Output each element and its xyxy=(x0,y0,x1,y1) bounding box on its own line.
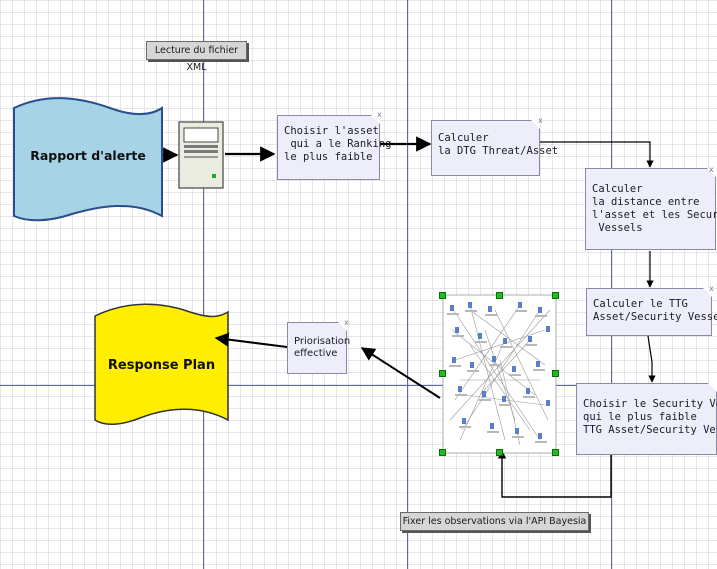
close-icon[interactable]: x xyxy=(709,284,714,293)
selection-handle[interactable] xyxy=(496,292,503,299)
close-icon[interactable]: x xyxy=(377,110,382,119)
swimlane-divider xyxy=(203,0,204,569)
computer-server-icon[interactable] xyxy=(178,121,224,189)
selection-handle[interactable] xyxy=(552,370,559,377)
selection-handle[interactable] xyxy=(439,449,446,456)
rapport-alerte-label: Rapport d'alerte xyxy=(30,148,146,163)
lecture-xml-tag[interactable]: Lecture du fichier XML xyxy=(146,41,247,73)
choisir-asset-note[interactable]: Choisir l'asset qui a le Ranking le plus… xyxy=(277,115,391,180)
priorisation-note[interactable]: Priorisation effective xyxy=(287,322,350,374)
selection-handle[interactable] xyxy=(552,449,559,456)
selection-handle[interactable] xyxy=(439,292,446,299)
response-plan-label: Response Plan xyxy=(107,358,216,373)
close-icon[interactable]: x xyxy=(344,318,349,327)
swimlane-divider-horizontal xyxy=(0,385,717,386)
close-icon[interactable]: x xyxy=(538,116,543,125)
selection-handle[interactable] xyxy=(439,370,446,377)
calculer-dtg-note[interactable]: Calculer la DTG Threat/Asset xyxy=(431,120,558,176)
selection-handle[interactable] xyxy=(496,449,503,456)
swimlane-divider xyxy=(611,0,612,569)
calculer-distance-note[interactable]: Calculer la distance entre l'asset et le… xyxy=(585,168,717,250)
response-plan-shape[interactable] xyxy=(94,303,229,425)
calculer-ttg-note[interactable]: Calculer le TTG Asset/Security Vessels xyxy=(586,288,717,336)
close-icon[interactable]: x xyxy=(709,165,714,174)
swimlane-divider xyxy=(407,0,408,569)
choisir-vessel-note[interactable]: Choisir le Security Vessel qui le plus f… xyxy=(576,383,717,455)
selection-handle[interactable] xyxy=(552,292,559,299)
fixer-observations-tag[interactable]: Fixer les observations via l'API Bayesia xyxy=(400,512,589,531)
bayesian-network-thumbnail[interactable] xyxy=(442,294,557,454)
rapport-alerte-shape[interactable] xyxy=(13,97,163,222)
